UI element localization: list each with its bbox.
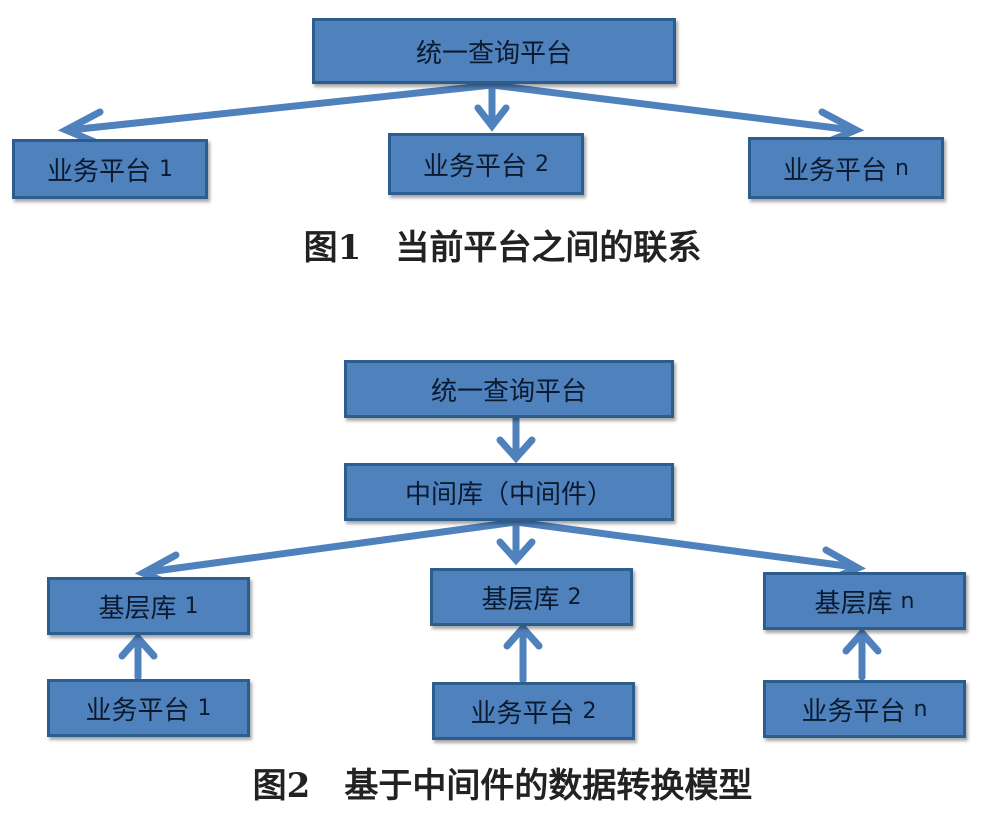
arrowhead-fig2-biz1-up <box>118 632 158 660</box>
fig1-caption: 图1 当前平台之间的联系 <box>303 228 702 268</box>
fig2-middleware-db: 中间库（中间件） <box>344 463 674 521</box>
arrowhead-fig2-biz2-up <box>503 622 543 650</box>
arrow-fig2-to-basen <box>512 518 858 571</box>
arrow-fig1-to-bizn <box>488 81 856 134</box>
arrowhead-fig2-base2 <box>496 538 536 566</box>
arrow-fig1-to-biz1 <box>66 81 496 134</box>
fig2-caption: 图2 基于中间件的数据转换模型 <box>252 766 753 806</box>
arrowhead-fig1-biz2 <box>474 104 510 132</box>
fig1-unified-query-platform: 统一查询平台 <box>312 18 676 84</box>
arrowhead-fig2-middle <box>496 436 536 464</box>
arrowhead-fig2-bizn-up <box>842 627 882 655</box>
arrow-fig2-to-base1 <box>144 518 520 576</box>
fig2-unified-query-platform: 统一查询平台 <box>344 360 674 418</box>
